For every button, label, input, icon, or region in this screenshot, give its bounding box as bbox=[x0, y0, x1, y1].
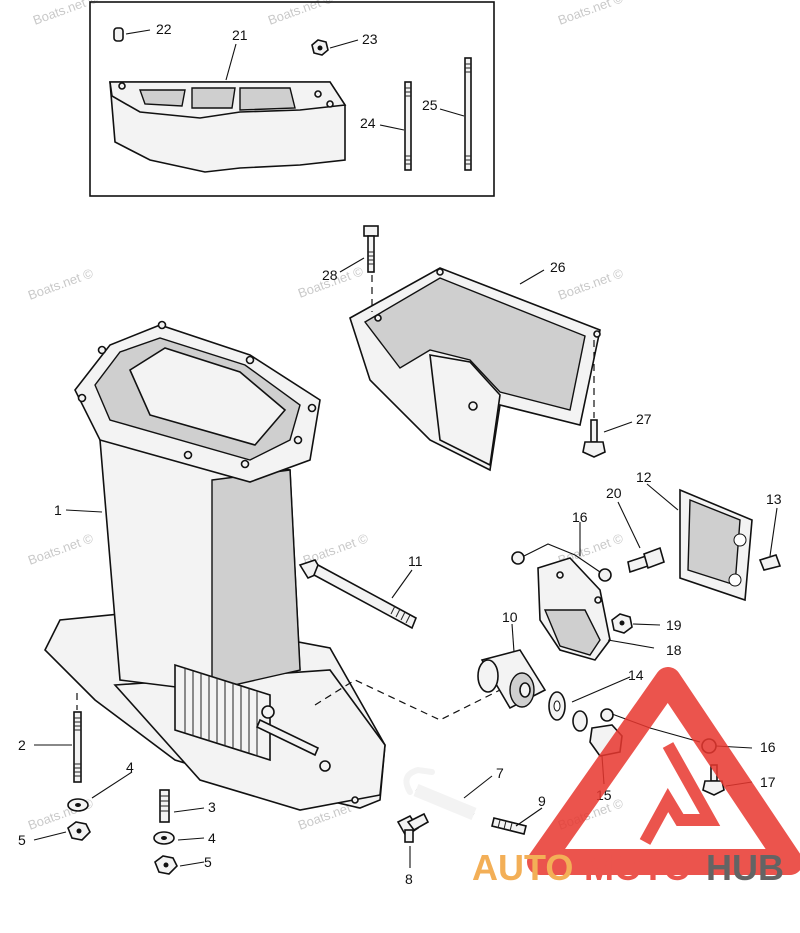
automotohub-logo: AUTO MOTO HUB bbox=[472, 667, 800, 888]
part-7-hose bbox=[403, 766, 477, 821]
part-21-adapter bbox=[109, 81, 347, 173]
callout-20: 20 bbox=[606, 485, 622, 501]
logo-text-moto: MOTO bbox=[584, 847, 691, 888]
part-12-anode bbox=[679, 488, 753, 602]
watermark: Boats.net © bbox=[266, 0, 336, 28]
part-13-screw bbox=[758, 554, 782, 571]
callout-3: 3 bbox=[208, 799, 216, 815]
callout-23: 23 bbox=[362, 31, 378, 47]
logo-text-hub: HUB bbox=[706, 847, 784, 888]
callout-19: 19 bbox=[666, 617, 682, 633]
callout-2: 2 bbox=[18, 737, 26, 753]
part-8-fitting bbox=[396, 812, 430, 843]
part-1-driveshaft-housing bbox=[44, 320, 386, 811]
part-11-bolt bbox=[298, 559, 418, 630]
callout-13: 13 bbox=[766, 491, 782, 507]
part-18-bracket bbox=[537, 557, 611, 661]
watermark: Boats.net © bbox=[26, 265, 96, 303]
watermark: Boats.net © bbox=[556, 265, 626, 303]
part-24-stud bbox=[404, 81, 412, 171]
part-14-washer bbox=[548, 691, 566, 721]
part-26-cover bbox=[349, 267, 601, 472]
callout-7: 7 bbox=[496, 765, 504, 781]
part-19-nut bbox=[611, 613, 633, 634]
logo-triangle-icon bbox=[527, 667, 800, 875]
part-5-nut-left bbox=[67, 821, 91, 841]
callout-28: 28 bbox=[322, 267, 338, 283]
logo-text-auto: AUTO bbox=[472, 847, 573, 888]
part-23-nut bbox=[311, 39, 329, 56]
part-5-nut-right bbox=[154, 855, 178, 875]
part-16-ground-strap-upper bbox=[511, 543, 612, 582]
part-9-nipple bbox=[491, 817, 527, 835]
callout-17: 17 bbox=[760, 774, 776, 790]
part-3-stud bbox=[159, 789, 170, 823]
part-25-stud bbox=[464, 57, 472, 171]
callout-21: 21 bbox=[232, 27, 248, 43]
callout-16: 16 bbox=[572, 509, 588, 525]
callout-12: 12 bbox=[636, 469, 652, 485]
rear-stud bbox=[255, 705, 320, 757]
leader-lines bbox=[33, 29, 778, 868]
part-22-dowel-pin bbox=[113, 27, 124, 42]
watermark: Boats.net © bbox=[26, 530, 96, 568]
callout-14: 14 bbox=[628, 667, 644, 683]
callout-26: 26 bbox=[550, 259, 566, 275]
callouts: 1 2 3 4 4 5 5 7 8 9 10 11 12 13 14 15 16… bbox=[18, 21, 782, 887]
part-28-bolt bbox=[363, 225, 379, 273]
callout-24: 24 bbox=[360, 115, 376, 131]
leader-dash bbox=[314, 679, 501, 721]
callout-5: 5 bbox=[204, 854, 212, 870]
callout-4: 4 bbox=[208, 830, 216, 846]
part-2-stud bbox=[73, 711, 82, 783]
inset-frame bbox=[89, 1, 495, 197]
part-4-washer-left bbox=[67, 798, 89, 812]
callout-5: 5 bbox=[18, 832, 26, 848]
callout-22: 22 bbox=[156, 21, 172, 37]
logo-inner-mark-icon bbox=[639, 742, 721, 845]
part-27-bolt bbox=[582, 419, 606, 458]
callout-16: 16 bbox=[760, 739, 776, 755]
part-20-bolt bbox=[627, 546, 665, 574]
callout-8: 8 bbox=[405, 871, 413, 887]
callout-18: 18 bbox=[666, 642, 682, 658]
callout-10: 10 bbox=[502, 609, 518, 625]
callout-11: 11 bbox=[408, 553, 423, 569]
callout-25: 25 bbox=[422, 97, 438, 113]
callout-4: 4 bbox=[126, 759, 134, 775]
part-4-washer-right bbox=[153, 831, 175, 845]
part-10-mount bbox=[477, 649, 547, 710]
callout-1: 1 bbox=[54, 502, 62, 518]
callout-27: 27 bbox=[636, 411, 652, 427]
callout-9: 9 bbox=[538, 793, 546, 809]
watermark: Boats.net © bbox=[556, 0, 626, 28]
